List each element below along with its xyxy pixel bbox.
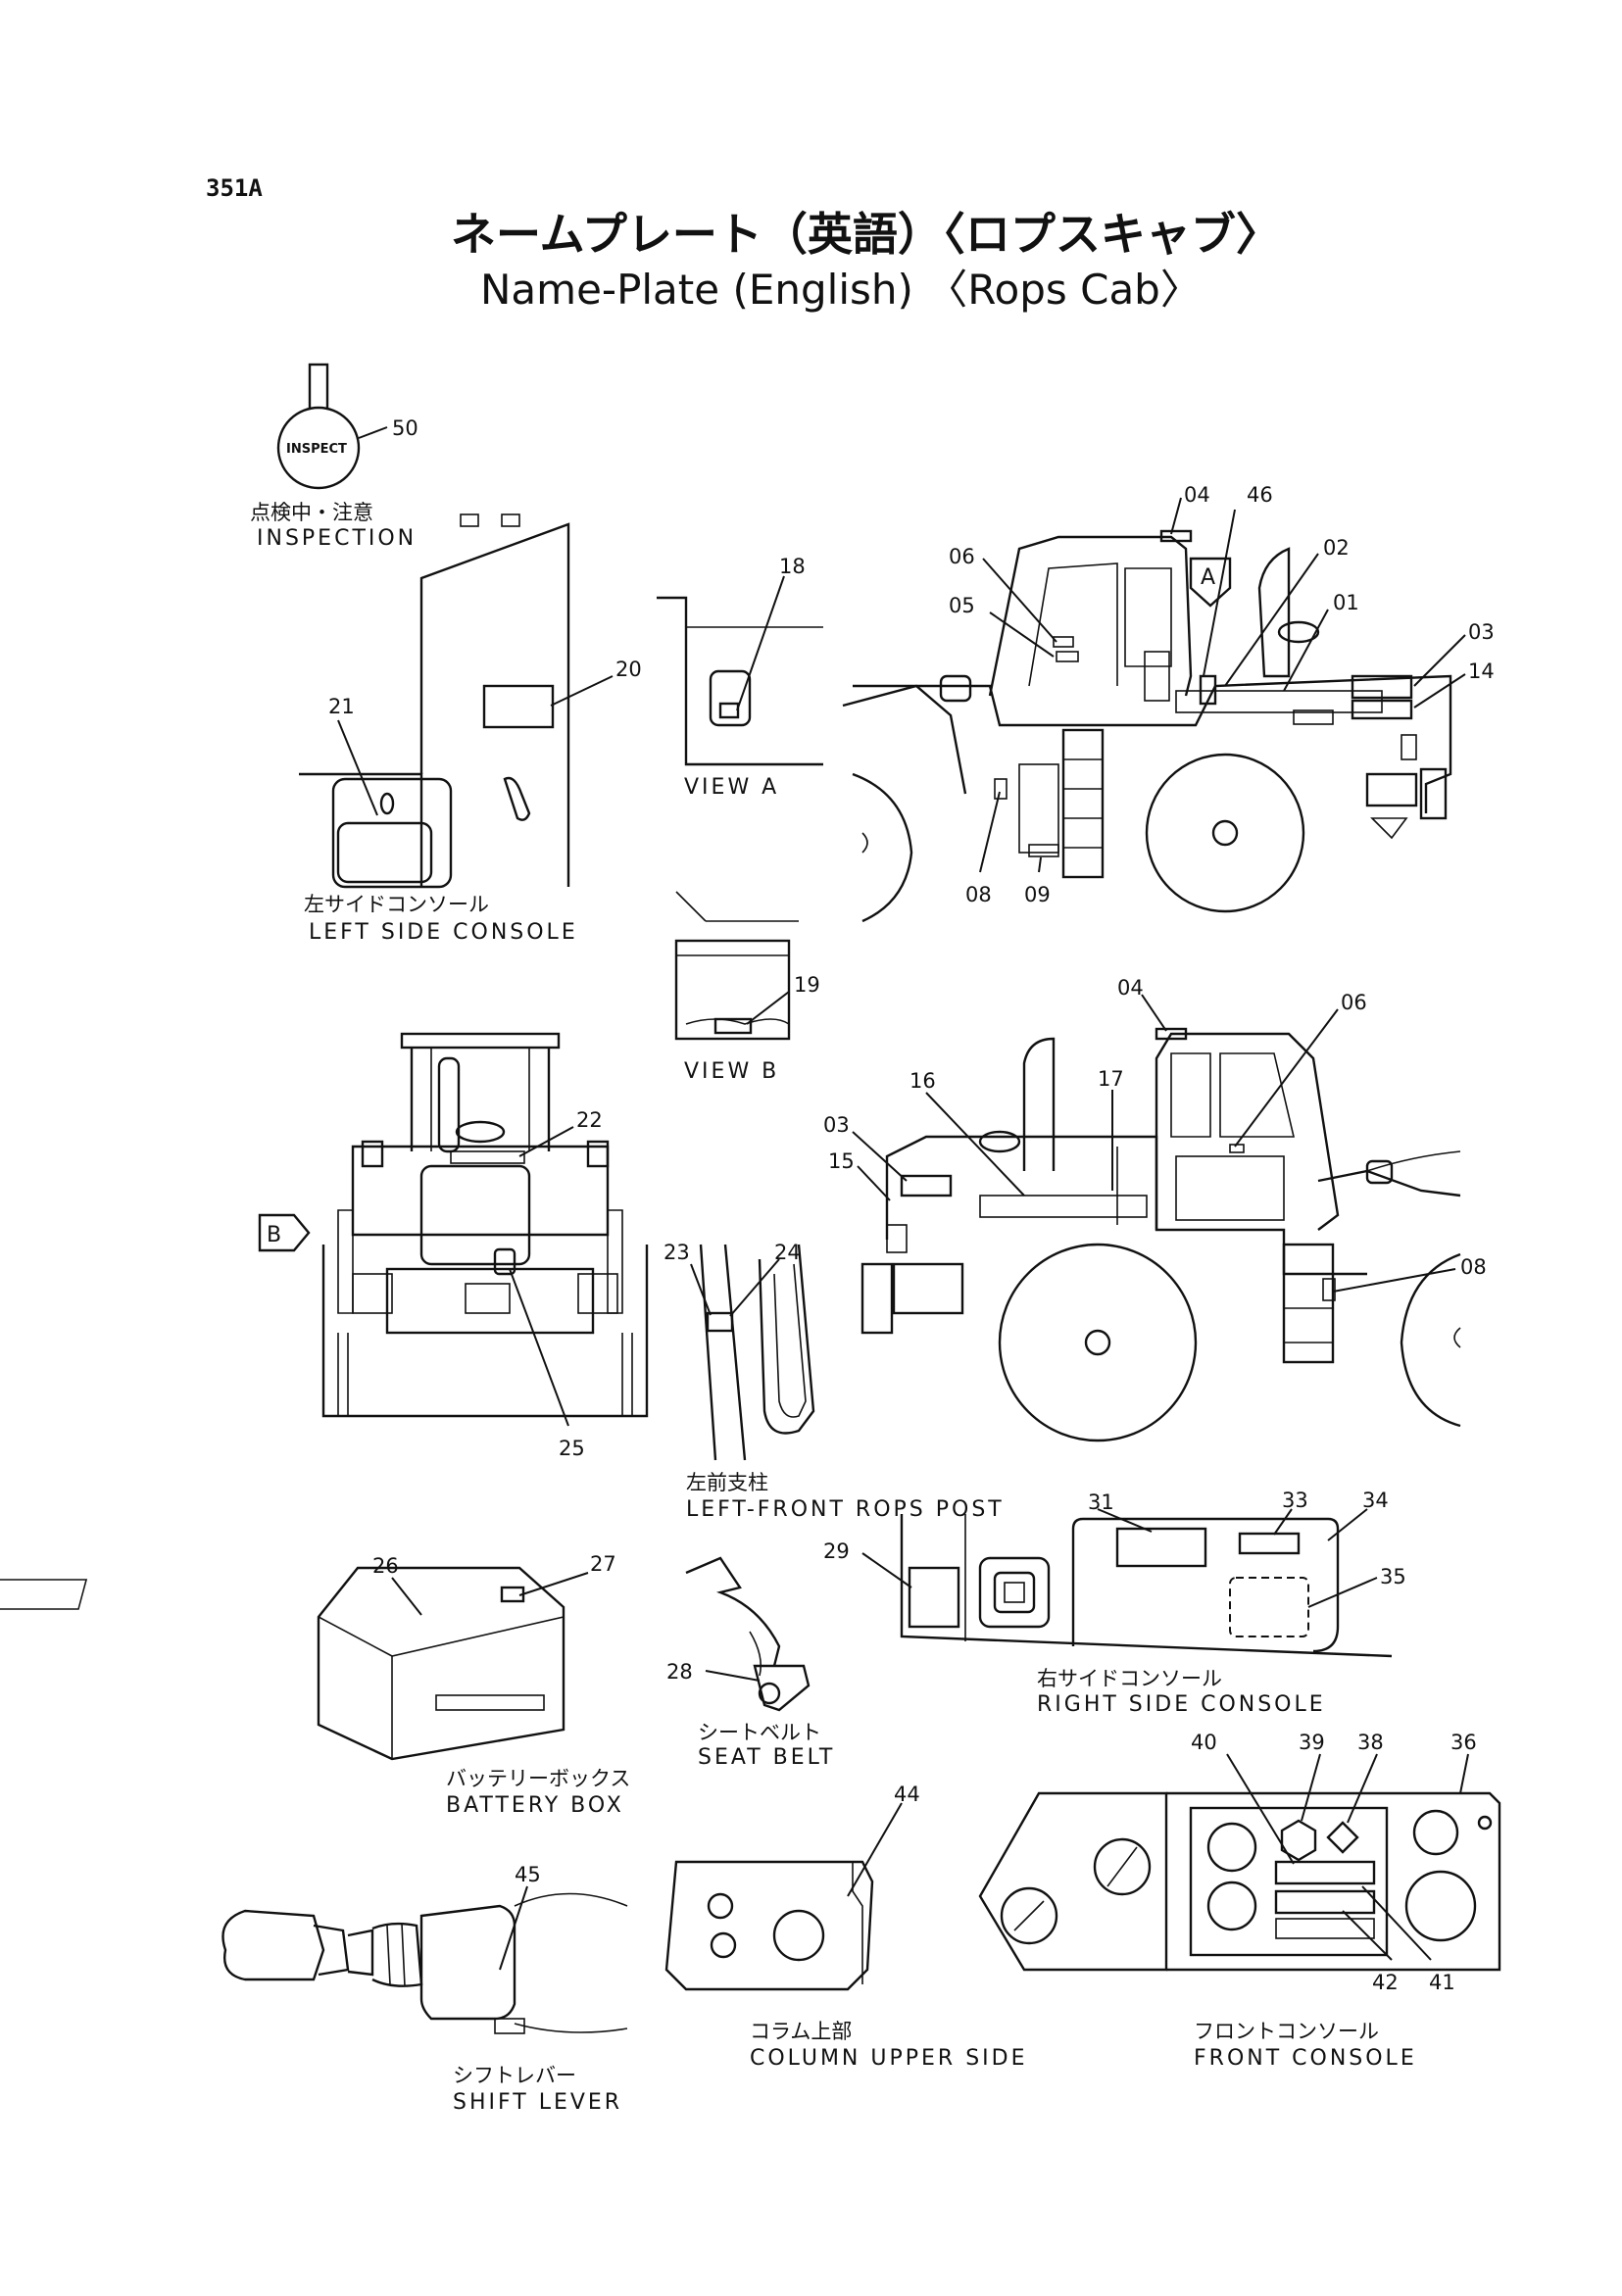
callout-45: 45 [515, 1863, 541, 1886]
view-b-detail: 19 VIEW B [674, 891, 820, 1084]
callout-18: 18 [779, 555, 806, 578]
battery-box-view: 26 27 バッテリーボックス BATTERY BOX [0, 1552, 630, 1818]
page-code: 351A [206, 174, 263, 202]
callout-09: 09 [1024, 883, 1051, 906]
callout-50: 50 [392, 416, 418, 440]
callout-44: 44 [894, 1783, 920, 1806]
loader-front-view: B 22 25 [258, 1032, 649, 1460]
front-console-label-jp: フロントコンソール [1194, 2020, 1379, 2043]
column-label-jp: コラム上部 [750, 2020, 852, 2043]
right-console-label-jp: 右サイドコンソール [1037, 1667, 1222, 1690]
callout-38: 38 [1357, 1731, 1384, 1754]
shift-lever-label-jp: シフトレバー [453, 2064, 576, 2087]
inspect-badge-text: INSPECT [286, 442, 347, 457]
battery-label-en: BATTERY BOX [446, 1793, 624, 1818]
shift-lever-view: 45 シフトレバー SHIFT LEVER [221, 1863, 628, 2115]
callout-23: 23 [664, 1241, 690, 1264]
callout-17: 17 [1098, 1067, 1124, 1091]
callout-31: 31 [1088, 1490, 1114, 1514]
callout-06-left: 06 [949, 545, 975, 568]
callout-01: 01 [1333, 591, 1359, 614]
callout-06-right: 06 [1341, 991, 1367, 1014]
callout-36: 36 [1450, 1731, 1477, 1754]
inspection-label-jp: 点検中・注意 [250, 501, 373, 524]
loader-left-side-view: A 04 46 02 06 05 01 [842, 483, 1495, 923]
view-a-marker: A [1201, 565, 1215, 590]
rops-post-label-en: LEFT-FRONT ROPS POST [686, 1497, 1005, 1522]
callout-27: 27 [590, 1552, 616, 1576]
callout-15: 15 [828, 1149, 855, 1173]
callout-35: 35 [1380, 1565, 1406, 1588]
callout-33: 33 [1282, 1489, 1308, 1512]
loader-right-side-view: 04 06 16 17 03 15 08 [823, 976, 1487, 1442]
callout-02: 02 [1323, 536, 1350, 560]
front-console-label-en: FRONT CONSOLE [1194, 2046, 1417, 2071]
callout-41: 41 [1429, 1971, 1455, 1994]
callout-21: 21 [328, 695, 355, 718]
column-upper-side-view: 44 コラム上部 COLUMN UPPER SIDE [664, 1783, 1027, 2071]
view-b-label: VIEW B [684, 1059, 779, 1084]
title-english: Name-Plate (English) 〈Rops Cab〉 [480, 266, 1202, 314]
rops-post-label-jp: 左前支柱 [686, 1471, 768, 1494]
left-front-rops-post-view: 23 24 左前支柱 LEFT-FRONT ROPS POST [664, 1241, 1005, 1522]
callout-25: 25 [559, 1437, 585, 1460]
battery-label-jp: バッテリーボックス [446, 1767, 630, 1790]
left-console-label-jp: 左サイドコンソール [304, 893, 489, 916]
callout-42: 42 [1372, 1971, 1399, 1994]
callout-05: 05 [949, 594, 975, 617]
callout-22: 22 [576, 1108, 603, 1132]
callout-04-right: 04 [1117, 976, 1144, 1000]
left-console-label-en: LEFT SIDE CONSOLE [309, 920, 578, 945]
callout-24: 24 [774, 1241, 801, 1264]
title-japanese: ネームプレート（英語）〈ロプスキャブ〉 [451, 208, 1281, 261]
right-side-console-view: 31 33 34 29 35 右サイドコンソール RIGHT SIDE CONS… [823, 1489, 1406, 1717]
callout-46: 46 [1247, 483, 1273, 507]
callout-03-right: 03 [823, 1113, 850, 1137]
view-a-label: VIEW A [684, 775, 779, 800]
inspection-label-en: INSPECTION [257, 526, 417, 551]
callout-40: 40 [1191, 1731, 1217, 1754]
inspection-tag: INSPECT 50 点検中・注意 INSPECTION [250, 363, 418, 551]
right-console-label-en: RIGHT SIDE CONSOLE [1037, 1692, 1326, 1717]
callout-28: 28 [666, 1660, 693, 1684]
callout-08-right: 08 [1460, 1255, 1487, 1279]
shift-lever-label-en: SHIFT LEVER [453, 2090, 622, 2115]
callout-08-left: 08 [965, 883, 992, 906]
left-side-console-view: 20 21 左サイドコンソール LEFT SIDE CONSOLE [299, 513, 642, 945]
callout-04-left: 04 [1184, 483, 1210, 507]
view-a-detail: 18 VIEW A [657, 555, 823, 800]
seat-belt-view: 28 シートベルト SEAT BELT [666, 1556, 835, 1770]
callout-34: 34 [1362, 1489, 1389, 1512]
callout-26: 26 [372, 1554, 399, 1578]
callout-16: 16 [909, 1069, 936, 1093]
callout-29: 29 [823, 1539, 850, 1563]
seat-belt-label-jp: シートベルト [698, 1721, 821, 1744]
view-b-marker: B [267, 1223, 281, 1247]
callout-39: 39 [1299, 1731, 1325, 1754]
seat-belt-label-en: SEAT BELT [698, 1745, 835, 1770]
front-console-view: 40 39 38 36 42 41 フロントコンソール FRONT CONSOL… [978, 1731, 1501, 2071]
column-label-en: COLUMN UPPER SIDE [750, 2046, 1027, 2071]
callout-03-left: 03 [1468, 620, 1495, 644]
callout-20: 20 [615, 658, 642, 681]
callout-19: 19 [794, 973, 820, 997]
callout-14: 14 [1468, 659, 1495, 683]
